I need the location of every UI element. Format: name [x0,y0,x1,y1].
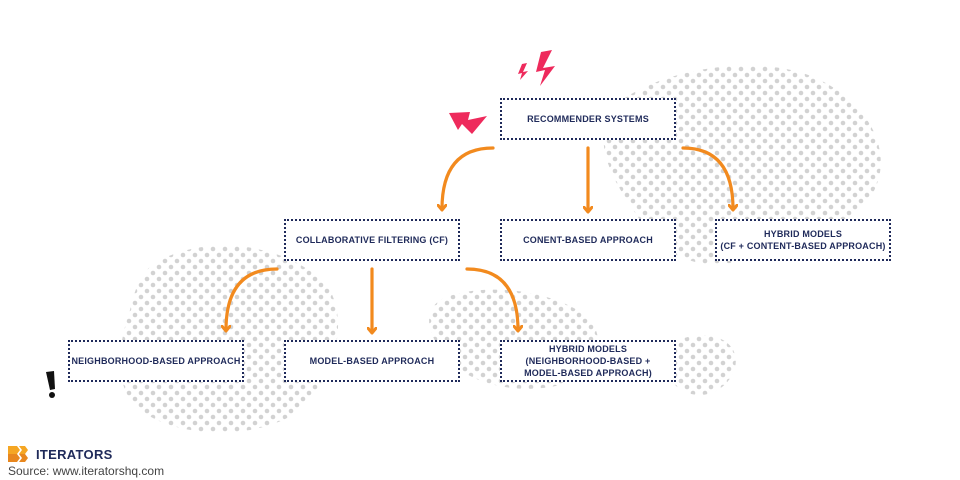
node-label: MODEL-BASED APPROACH [309,355,435,366]
node-label: CONENT-BASED APPROACH [523,234,653,245]
edge-arrow-root-to-cf [442,146,495,209]
node-label: HYBRID MODELS (NEIGHBORHOOD-BASED + MODE… [524,343,652,379]
brand-logo: ITERATORS [8,446,113,462]
lightning-spark-icon [449,50,555,134]
node-model-based: MODEL-BASED APPROACH [284,340,460,382]
node-content-based: CONENT-BASED APPROACH [500,219,676,261]
exclamation-icon [46,371,55,398]
node-label: NEIGHBORHOOD-BASED APPROACH [71,355,241,366]
source-caption: Source: www.iteratorshq.com [8,464,165,478]
dot-pattern-bottom-left [120,245,339,433]
edge-arrow-cf-to-neighborhood [226,267,279,330]
dot-pattern-right-small [667,335,736,395]
edge-arrow-root-to-hybrid_top [681,146,733,209]
node-hybrid-models-top: HYBRID MODELS (CF + CONTENT-BASED APPROA… [715,219,891,261]
node-label: RECOMMENDER SYSTEMS [527,113,649,124]
edge-arrow-cf-to-hybrid_bottom [465,267,518,330]
brand-name: ITERATORS [36,446,113,462]
node-collaborative-filtering: COLLABORATIVE FILTERING (CF) [284,219,460,261]
edge-layer [226,146,733,332]
node-label: HYBRID MODELS (CF + CONTENT-BASED APPROA… [720,228,886,251]
node-label: COLLABORATIVE FILTERING (CF) [295,234,449,245]
iterators-logo-icon [8,446,28,462]
node-hybrid-models-bottom: HYBRID MODELS (NEIGHBORHOOD-BASED + MODE… [500,340,676,382]
node-recommender-systems: RECOMMENDER SYSTEMS [500,98,676,140]
node-neighborhood-based: NEIGHBORHOOD-BASED APPROACH [68,340,244,382]
